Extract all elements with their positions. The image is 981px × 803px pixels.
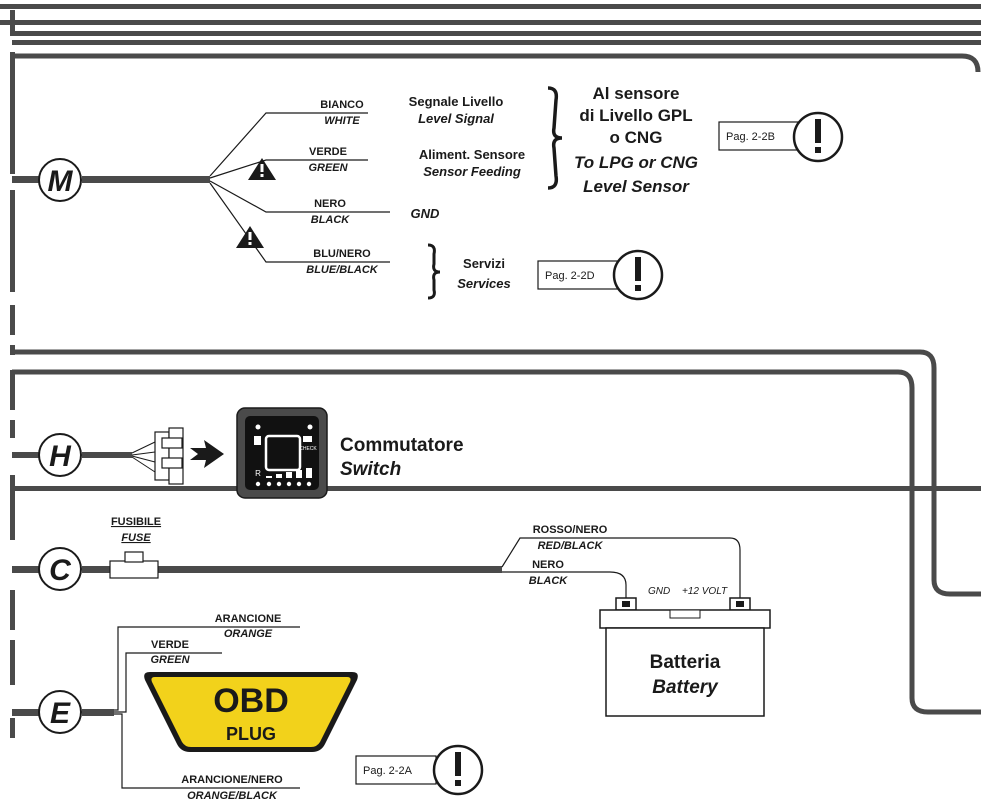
wire-label-en: GREEN [308, 162, 348, 174]
wire-label-it: NERO [314, 198, 346, 210]
services-label-it: Servizi [463, 256, 505, 271]
wire-black-en: BLACK [529, 575, 569, 587]
section-e: E ARANCIONE ORANGE VERDE GREEN OBD PLUG … [12, 613, 484, 802]
connector-h [38, 433, 82, 477]
wire-label-it: BLU/NERO [313, 248, 371, 260]
top-harness [0, 4, 981, 45]
switch-label-it: Commutatore [340, 435, 464, 456]
wire-label-en: BLACK [311, 214, 351, 226]
obd-plug [144, 672, 358, 752]
wire-label-it: VERDE [309, 146, 347, 158]
panel-r-label: R [255, 469, 261, 478]
sensor-title-3: o CNG [610, 128, 663, 147]
wire-orange-it: ARANCIONE [215, 613, 282, 625]
wire-orange-en: ORANGE [224, 628, 273, 640]
obd-label: OBD [213, 682, 289, 720]
brace-sensor [547, 86, 563, 190]
arrow-right-icon [190, 440, 224, 468]
battery [599, 597, 771, 717]
wire-green-en: GREEN [150, 654, 190, 666]
section-m-frame [12, 53, 981, 73]
page-ref-2-2a[interactable]: Pag. 2-2A [355, 744, 484, 796]
wire-orange-black-it: ARANCIONE/NERO [181, 774, 283, 786]
battery-label-it: Batteria [650, 652, 721, 673]
warning-icon [236, 226, 264, 248]
page-ref-2-2d[interactable]: Pag. 2-2D [537, 249, 664, 301]
sensor-title-en-1: To LPG or CNG [574, 153, 698, 172]
sensor-title-1: Al sensore [593, 84, 680, 103]
obd-plug-label: PLUG [226, 724, 276, 744]
connector-c [38, 547, 82, 591]
connector-e [38, 690, 82, 734]
wire-label-en: WHITE [324, 115, 360, 127]
battery-12v-label: +12 VOLT [682, 586, 728, 597]
left-trunk [10, 10, 15, 738]
fuse [109, 560, 159, 579]
wire-red-black-en: RED/BLACK [538, 540, 604, 552]
panel-check-label: CHECK [299, 446, 317, 452]
switch-plug [154, 427, 184, 485]
wire-label-it: BIANCO [320, 99, 364, 111]
wire-orange-black-en: ORANGE/BLACK [187, 790, 278, 802]
engine-icon [303, 436, 312, 442]
right-harness-1 [12, 349, 981, 597]
wire-black-it: NERO [532, 559, 564, 571]
section-m: M BIANCO WHITE VERDE GREEN NERO BLACK BL… [12, 84, 844, 301]
dest-label-it: Aliment. Sensore [419, 147, 525, 162]
fuel-icon [254, 436, 261, 445]
sensor-title-2: di Livello GPL [579, 106, 692, 125]
switch-panel: CHECK R [236, 407, 328, 499]
dest-label-en: Sensor Feeding [423, 164, 521, 179]
connector-h-label: H [49, 440, 72, 473]
fuse-label-it: FUSIBILE [111, 516, 161, 528]
connector-c-label: C [49, 554, 72, 587]
connector-m [38, 158, 82, 202]
wire-label-en: BLUE/BLACK [306, 264, 379, 276]
dest-label-gnd: GND [411, 206, 441, 221]
separator-h-c [12, 486, 981, 491]
warning-icon [248, 158, 276, 180]
connector-m-label: M [48, 165, 74, 198]
right-harness-2 [12, 369, 981, 715]
page-ref-label: Pag. 2-2D [545, 270, 595, 282]
page-ref-label: Pag. 2-2A [363, 765, 413, 777]
exclamation-icon [815, 119, 821, 143]
dest-label-it: Segnale Livello [409, 94, 504, 109]
battery-gnd-label: GND [648, 586, 670, 597]
wire-green-it: VERDE [151, 639, 189, 651]
section-c: C FUSIBILE FUSE ROSSO/NERO RED/BLACK NER… [12, 516, 771, 717]
fuse-label-en: FUSE [121, 532, 151, 544]
services-label-en: Services [457, 276, 511, 291]
page-ref-2-2b[interactable]: Pag. 2-2B [718, 111, 844, 163]
exclamation-icon [635, 257, 641, 281]
wire-red-black-it: ROSSO/NERO [533, 524, 608, 536]
brace-services [427, 243, 441, 300]
battery-label-en: Battery [652, 677, 719, 698]
exclamation-icon [455, 752, 461, 776]
dest-label-en: Level Signal [418, 111, 494, 126]
switch-label-en: Switch [340, 459, 401, 480]
page-ref-label: Pag. 2-2B [726, 131, 775, 143]
section-h: H CHECK R [12, 407, 464, 499]
connector-e-label: E [50, 697, 71, 730]
sensor-title-en-2: Level Sensor [583, 177, 690, 196]
